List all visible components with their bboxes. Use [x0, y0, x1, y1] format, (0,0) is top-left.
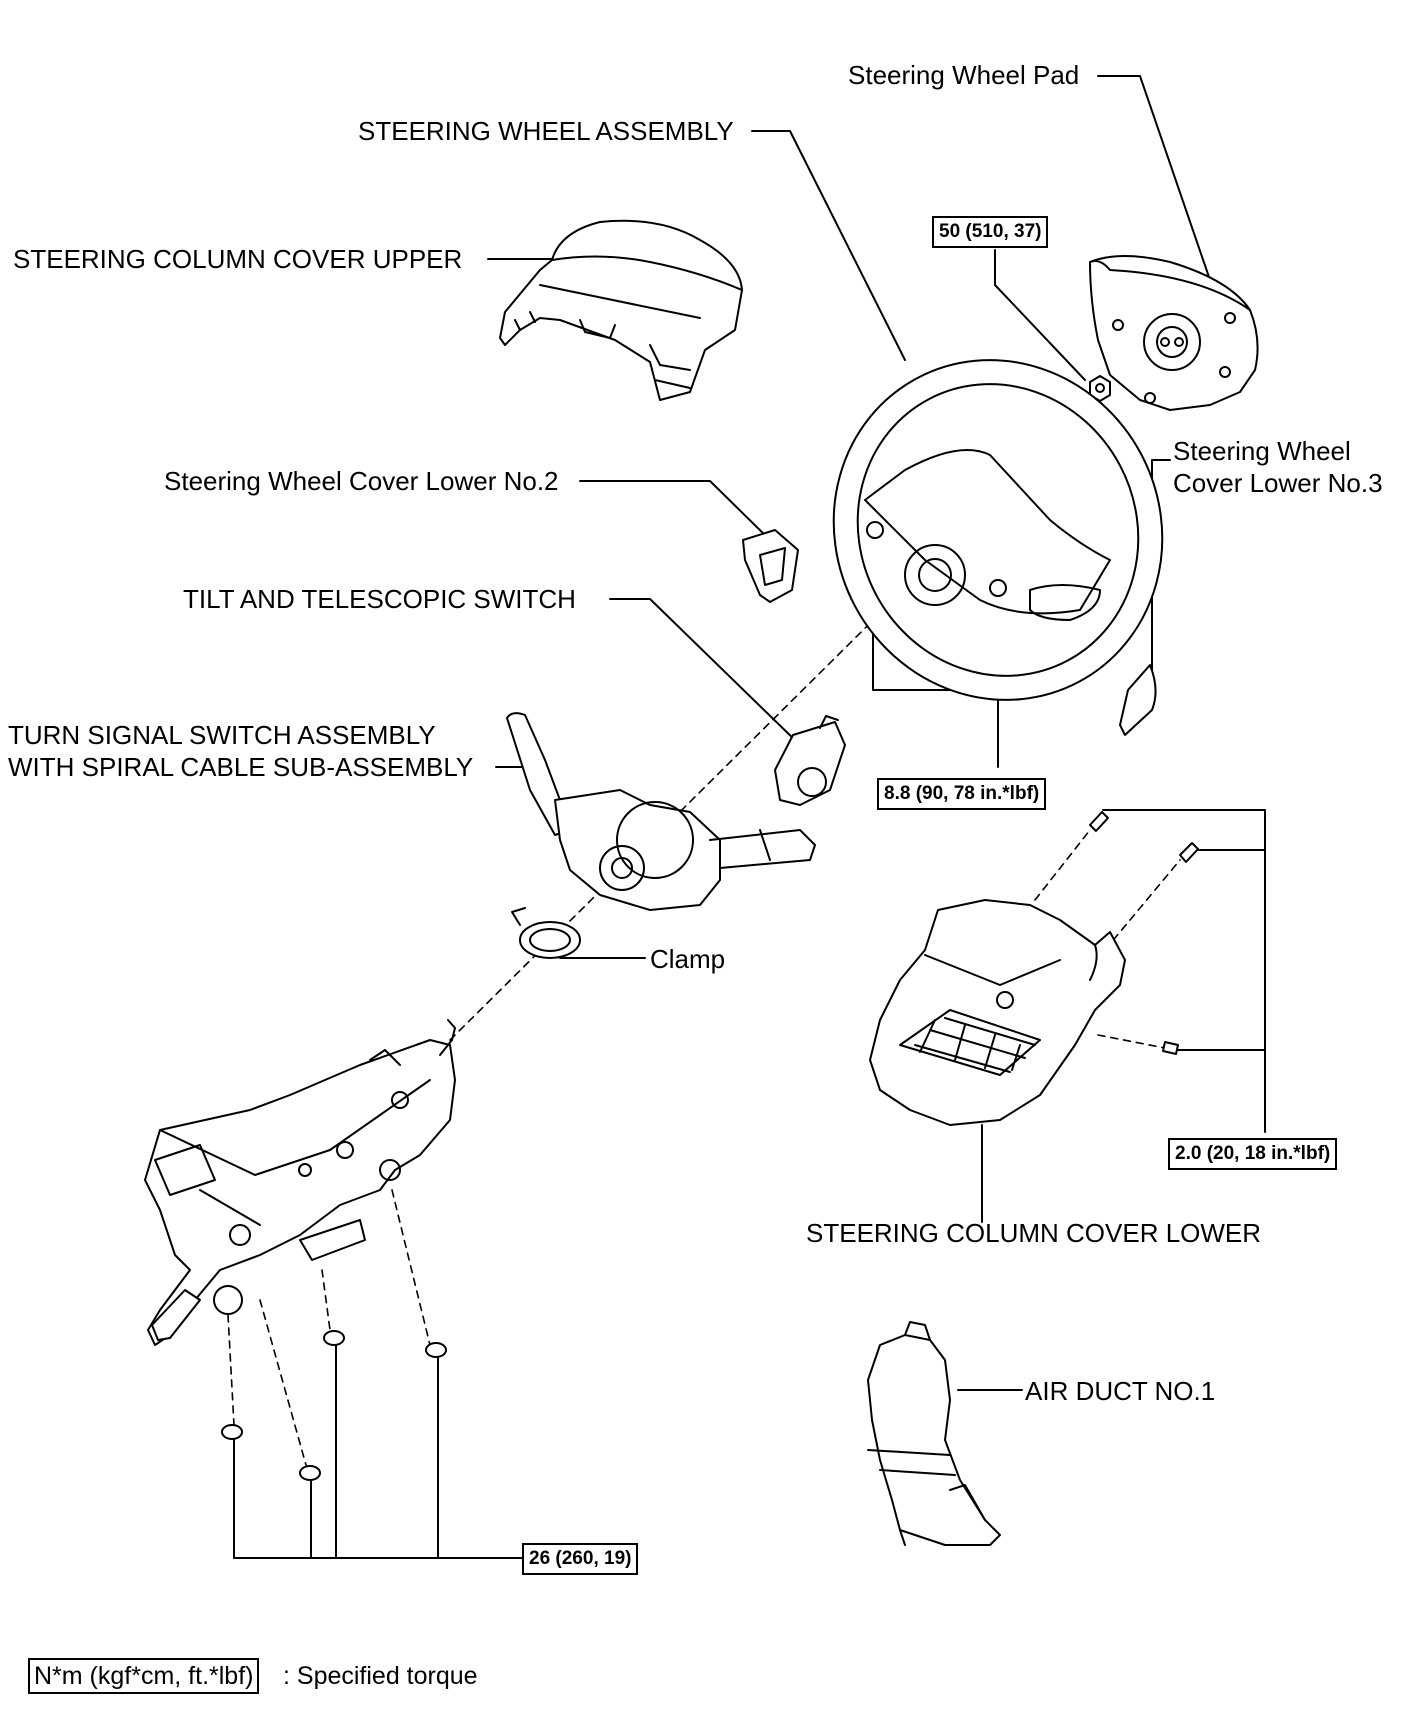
steering-wheel-cover-lower-no3	[1119, 664, 1157, 736]
label-steering-wheel-cover-lower-no3-line2: Cover Lower No.3	[1173, 468, 1383, 498]
label-steering-wheel-cover-lower-no3-line1: Steering Wheel	[1173, 436, 1351, 466]
label-air-duct-no1: AIR DUCT NO.1	[1025, 1376, 1216, 1406]
label-clamp: Clamp	[650, 944, 726, 974]
steering-wheel-cover-lower-no2	[742, 529, 799, 603]
tilt-telescopic-switch	[774, 715, 846, 806]
steering-column-cover-lower	[869, 899, 1126, 1126]
turn-signal-switch-assembly	[506, 712, 816, 911]
steering-wheel-pad	[1089, 255, 1259, 411]
label-steering-wheel-cover-lower-no2: Steering Wheel Cover Lower No.2	[164, 466, 559, 496]
label-tilt-telescopic-switch: TILT AND TELESCOPIC SWITCH	[183, 584, 576, 614]
air-duct-no1	[867, 1321, 1001, 1546]
label-turn-signal-switch-line2: WITH SPIRAL CABLE SUB-ASSEMBLY	[8, 752, 474, 782]
column-nuts	[221, 1330, 447, 1481]
label-steering-column-cover-lower: STEERING COLUMN COVER LOWER	[806, 1218, 1262, 1248]
torque-box-column-nuts: 26 (260, 19)	[522, 1543, 639, 1575]
clamp	[511, 907, 581, 959]
label-turn-signal-switch-line1: TURN SIGNAL SWITCH ASSEMBLY	[8, 720, 436, 750]
legend-unit-box: N*m (kgf*cm, ft.*lbf)	[28, 1658, 260, 1694]
torque-box-wheel-screws: 8.8 (90, 78 in.*lbf)	[877, 778, 1047, 810]
label-steering-column-cover-upper: STEERING COLUMN COVER UPPER	[13, 244, 463, 274]
steering-wheel-assembly	[832, 359, 1164, 701]
legend-specified-torque: : Specified torque	[283, 1662, 478, 1690]
steering-column-cover-upper	[499, 219, 743, 401]
torque-box-cover-screws: 2.0 (20, 18 in.*lbf)	[1168, 1138, 1338, 1170]
torque-box-pad-nut: 50 (510, 37)	[932, 216, 1049, 248]
label-steering-wheel-pad: Steering Wheel Pad	[848, 60, 1080, 90]
cover-screws	[1089, 811, 1199, 1055]
steering-column-assembly	[144, 1019, 456, 1346]
label-steering-wheel-assembly: STEERING WHEEL ASSEMBLY	[358, 116, 734, 146]
